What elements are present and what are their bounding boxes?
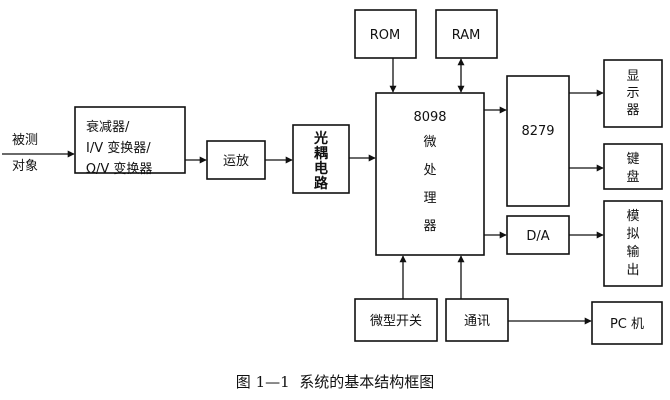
- input-label-line2: 对象: [12, 159, 38, 174]
- cpu-char-4: 器: [423, 219, 436, 234]
- amplifier-label: 运放: [223, 154, 249, 169]
- keyboard-char-1: 键: [626, 152, 639, 167]
- analog-output-char-2: 拟: [626, 227, 639, 242]
- optocoupler-char-2: 耦: [314, 145, 328, 162]
- display-char-2: 示: [626, 86, 639, 101]
- keyboard-box: [603, 143, 663, 190]
- figure-caption: 图 1—1 系统的基本结构框图: [236, 373, 434, 391]
- cpu-char-2: 处: [423, 163, 436, 178]
- optocoupler-char-3: 电: [314, 160, 328, 177]
- cpu-char-3: 理: [423, 191, 436, 206]
- mode-switch-box: [354, 298, 438, 342]
- attenuator-label-line3: Ω/V 变换器: [86, 161, 152, 177]
- pc-box: [591, 301, 663, 345]
- dac-label: D/A: [526, 229, 549, 244]
- analog-output-box: [603, 200, 663, 287]
- cpu-model-label: 8098: [413, 110, 446, 125]
- optocoupler-char-4: 路: [314, 175, 329, 192]
- rom-label: ROM: [370, 28, 400, 43]
- display-char-3: 器: [626, 103, 639, 118]
- pc-label: PC 机: [610, 317, 644, 332]
- display-box: [603, 59, 663, 128]
- communication-box: [445, 298, 509, 342]
- attenuator-box: [74, 106, 186, 174]
- mode-switch-label: 微型开关: [370, 314, 422, 329]
- rom-box: [354, 9, 417, 59]
- ram-box: [435, 9, 498, 59]
- attenuator-label-line2: I/V 变换器/: [86, 140, 151, 156]
- input-label-line1: 被测: [12, 133, 38, 148]
- display-char-1: 显: [626, 69, 639, 84]
- keyboard-char-2: 盘: [626, 169, 639, 185]
- attenuator-label-line1: 衰减器/: [86, 119, 130, 135]
- chip-8279-box: [506, 75, 570, 207]
- microprocessor-box: [375, 92, 485, 256]
- analog-output-char-4: 出: [626, 263, 639, 278]
- chip-8279-label: 8279: [521, 124, 554, 139]
- amplifier-box: [206, 140, 266, 180]
- cpu-char-1: 微: [423, 135, 436, 150]
- optocoupler-box: [292, 124, 350, 194]
- optocoupler-char-1: 光: [313, 130, 328, 147]
- dac-box: [506, 215, 570, 255]
- ram-label: RAM: [452, 28, 481, 43]
- analog-output-char-3: 输: [626, 244, 639, 260]
- communication-label: 通讯: [464, 314, 490, 329]
- analog-output-char-1: 模: [626, 209, 639, 224]
